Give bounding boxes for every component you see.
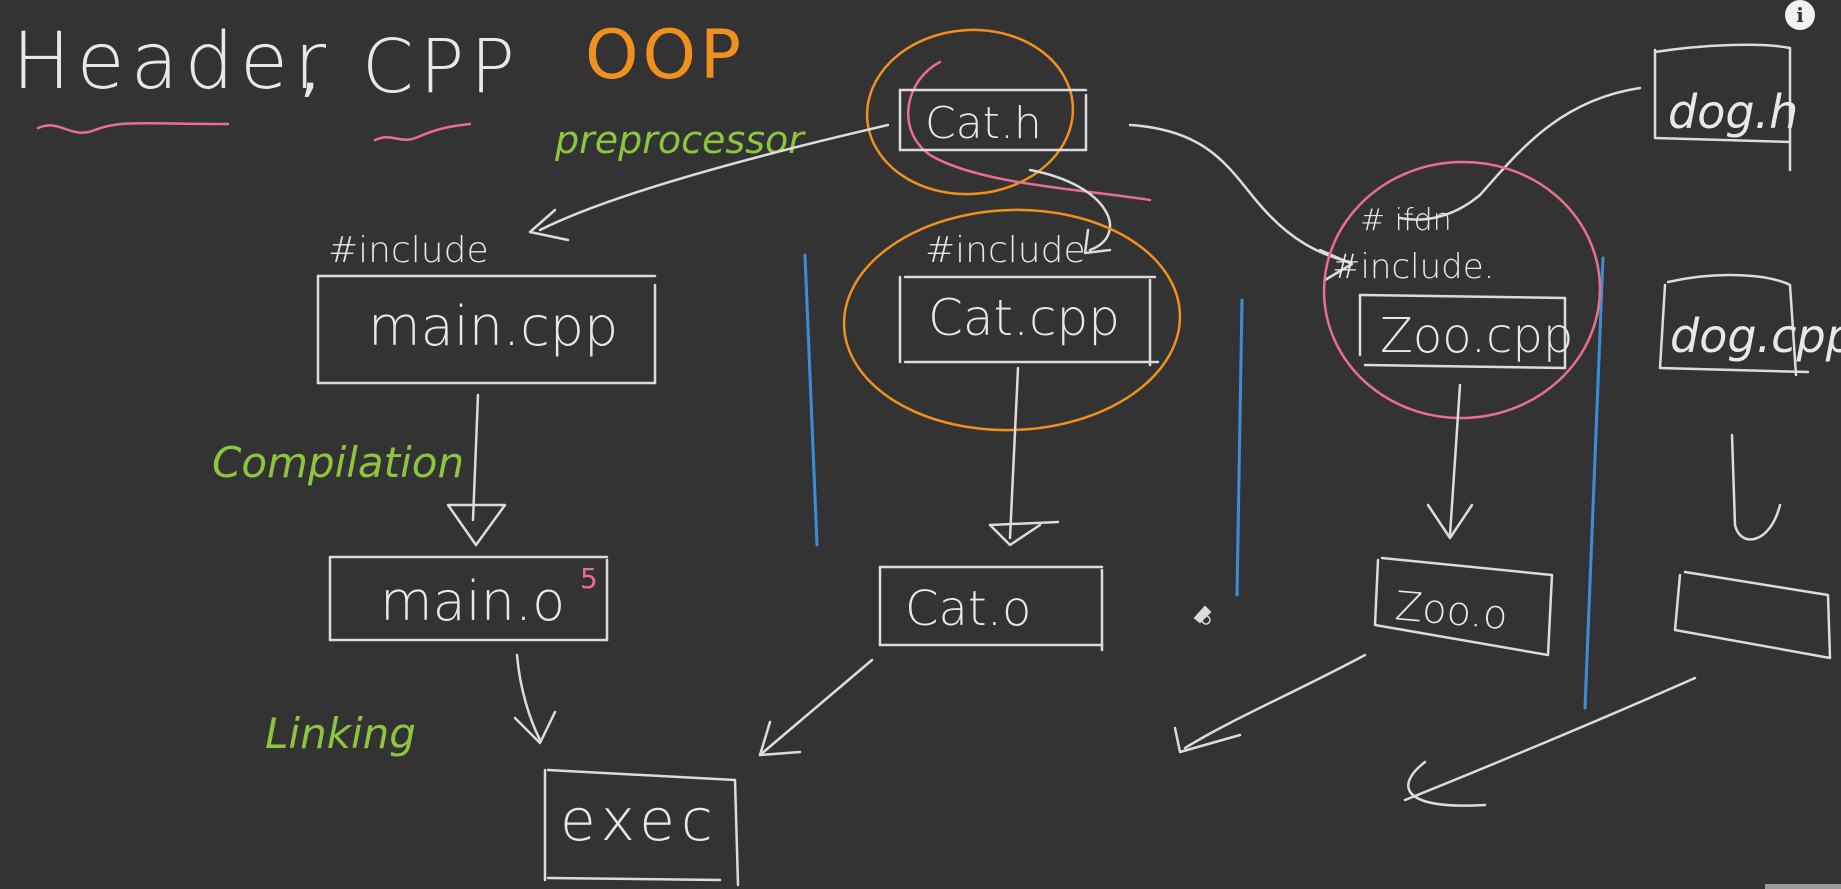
- arrow-cath-to-main: [538, 123, 890, 232]
- arrow-dogh-to-zoo: [1398, 86, 1642, 221]
- arrowhead-zoo-compile: [1426, 503, 1474, 540]
- title-comma: ,: [300, 35, 319, 105]
- info-icon[interactable]: i: [1785, 0, 1815, 30]
- pen-cursor-icon: [1193, 605, 1212, 624]
- main-cpp-box: [316, 274, 657, 385]
- file-main-cpp: main.cpp: [368, 295, 618, 358]
- separator-3: [1583, 256, 1605, 710]
- label-include-zoo-1: # ifdn: [1360, 203, 1452, 238]
- cat-h-box: [898, 88, 1088, 152]
- arrow-main-compile: [471, 393, 480, 522]
- file-cat-o: Cat.o: [905, 581, 1031, 637]
- file-cat-h: Cat.h: [925, 98, 1042, 149]
- arrow-cat-link: [758, 658, 874, 757]
- file-zoo-cpp: Zoo.cpp: [1380, 308, 1573, 364]
- arrow-zoo-link: [1183, 653, 1367, 750]
- zoo-cpp-box: [1358, 293, 1567, 370]
- separator-1: [803, 253, 819, 547]
- file-cat-cpp: Cat.cpp: [928, 289, 1120, 347]
- arrowhead-zoo-link: [1173, 726, 1242, 754]
- label-include-zoo-2: #include.: [1332, 247, 1494, 287]
- dog-h-box: [1653, 43, 1792, 172]
- arrowhead-cat-compile: [988, 520, 1060, 547]
- file-exec: exec: [560, 786, 719, 854]
- title-cpp: CPP: [362, 24, 521, 110]
- underline-header: [36, 121, 230, 134]
- arrow-zoo-compile: [1448, 383, 1462, 537]
- corner-tab: [1765, 884, 1841, 889]
- arrow-dog-compile: [1730, 433, 1782, 541]
- dog-cpp-box: [1658, 273, 1810, 377]
- label-include-cat: #include: [925, 230, 1086, 271]
- arrowhead-cat-link: [758, 720, 802, 757]
- main-o-box: [328, 555, 609, 642]
- file-dog-h: dog.h: [1668, 85, 1798, 139]
- arrow-cath-to-catcpp: [1028, 168, 1112, 252]
- file-zoo-o: Zoo.o: [1393, 583, 1509, 639]
- exec-box: [543, 768, 740, 887]
- cat-h-pink-stroke: [906, 60, 1152, 202]
- file-main-o: main.o: [380, 570, 565, 633]
- arrowhead-main: [528, 208, 570, 242]
- arrow-cath-to-zoo: [1128, 123, 1352, 264]
- dog-o-box: [1673, 570, 1832, 660]
- arrow-cat-compile: [1008, 366, 1020, 540]
- label-linking: Linking: [265, 709, 416, 758]
- arrowhead-main-compile: [446, 503, 507, 547]
- zoo-o-box: [1373, 556, 1554, 657]
- arrowhead-main-link: [513, 710, 557, 745]
- label-compilation: Compilation: [212, 438, 464, 487]
- title-header: Header: [12, 17, 332, 107]
- arrowhead-dog-link: [1407, 760, 1487, 807]
- arrowhead-catcpp: [1083, 228, 1112, 255]
- zoo-cpp-pink-circle: [1322, 160, 1602, 420]
- cat-cpp-box: [898, 275, 1160, 367]
- cat-o-box: [878, 565, 1104, 652]
- label-include-main: #include: [328, 230, 489, 271]
- title-oop: OOP: [585, 16, 745, 95]
- file-dog-cpp: dog.cpp: [1670, 309, 1841, 363]
- separator-2: [1235, 298, 1244, 597]
- label-sup-s: 5: [580, 562, 598, 595]
- arrow-main-link: [515, 653, 542, 742]
- underline-cpp: [373, 122, 472, 142]
- cat-h-orange-circle: [865, 28, 1075, 196]
- arrow-dog-link: [1403, 676, 1697, 802]
